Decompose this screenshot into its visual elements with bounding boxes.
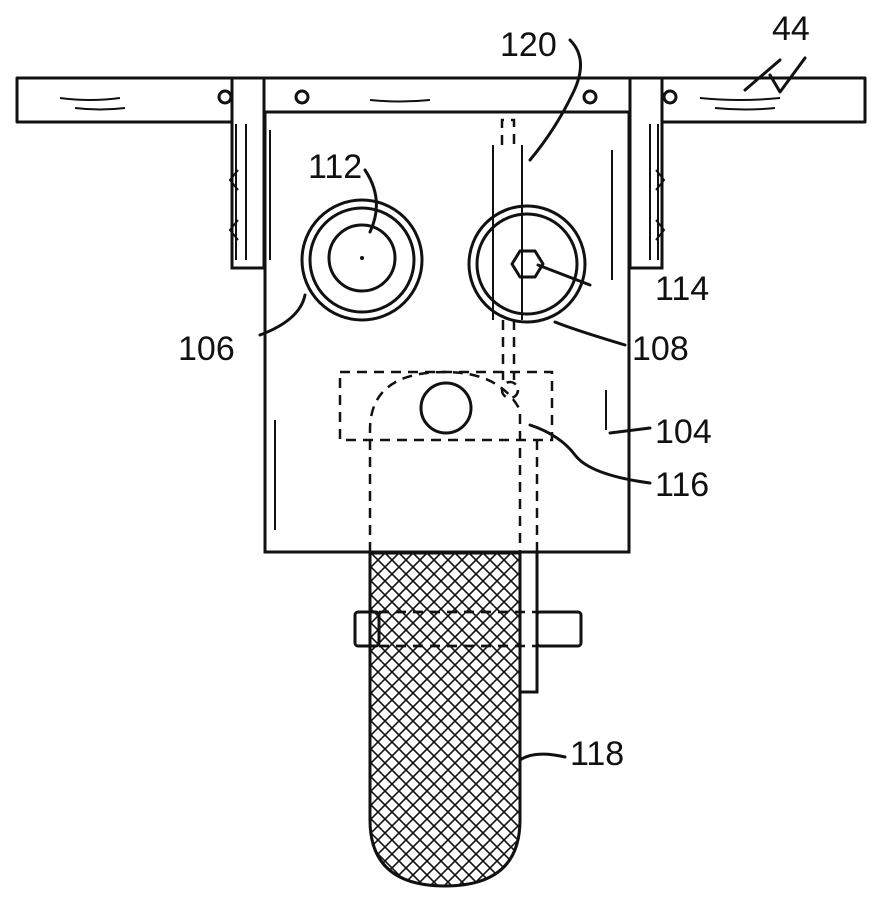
fork-arm — [520, 552, 537, 692]
label-118: 118 — [570, 735, 624, 773]
label-104: 104 — [655, 413, 712, 451]
label-120: 120 — [500, 26, 557, 64]
label-108: 108 — [632, 330, 689, 368]
label-112: 112 — [308, 148, 362, 186]
label-106: 106 — [178, 330, 235, 368]
label-114: 114 — [655, 270, 709, 308]
label-116: 116 — [655, 466, 709, 504]
wheel-118 — [370, 553, 520, 888]
label-44: 44 — [772, 10, 810, 48]
